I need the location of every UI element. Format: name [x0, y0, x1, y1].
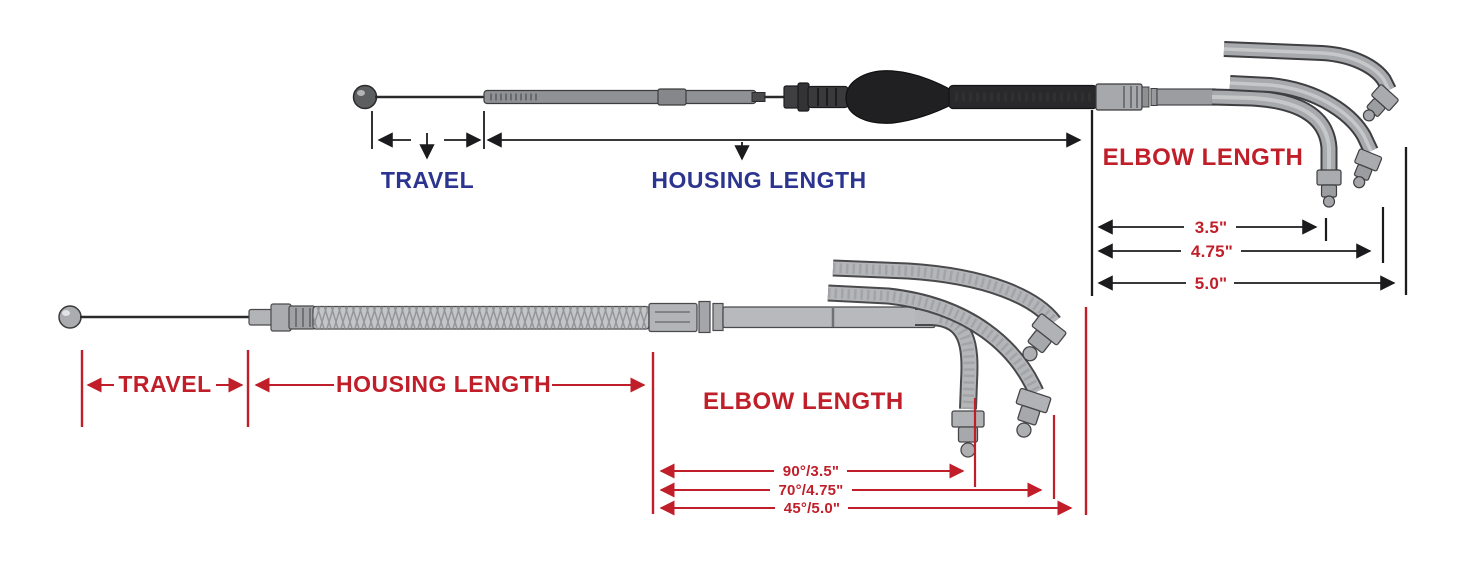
upper-travel-label: TRAVEL	[380, 167, 475, 193]
upper-measurement-5-0: 5.0"	[1194, 274, 1228, 293]
lower-ball-end	[58, 305, 82, 329]
upper-measurement-4-75: 4.75"	[1190, 242, 1234, 261]
lower-housing-length-label: HOUSING LENGTH	[336, 371, 552, 397]
upper-elbow-tube	[1156, 88, 1216, 106]
upper-elbow-45	[1223, 41, 1400, 129]
upper-housing-length-label: HOUSING LENGTH	[651, 167, 867, 193]
lower-measurement-45-5-0: 45°/5.0"	[783, 500, 841, 517]
upper-elbow-70	[1229, 75, 1383, 193]
lower-dimension-lines	[80, 307, 1088, 516]
lower-elbow-length-label: ELBOW LENGTH	[703, 388, 904, 415]
lower-elbow-70	[827, 284, 1052, 443]
lower-measurement-70-4-75: 70°/4.75"	[778, 482, 844, 499]
upper-measurement-3-5: 3.5"	[1194, 218, 1228, 237]
lower-measurement-90-3-5: 90°/3.5"	[782, 463, 840, 480]
lower-travel-label: TRAVEL	[118, 371, 212, 397]
upper-end-ferrule	[1095, 83, 1158, 111]
lower-cable-illustration	[58, 259, 1068, 458]
upper-rubber-boot	[845, 70, 954, 124]
lower-elbow-90	[915, 308, 985, 458]
upper-housing-rod	[483, 89, 757, 105]
upper-dimension-lines	[371, 110, 1408, 296]
lower-elbow-45	[832, 259, 1068, 370]
lower-adjuster	[248, 303, 316, 332]
upper-adjuster	[783, 82, 849, 112]
lower-coupler	[648, 300, 724, 334]
lower-elbow-tube	[722, 306, 936, 329]
upper-elbow-length-label: ELBOW LENGTH	[1102, 144, 1304, 171]
upper-elbow-90	[1211, 88, 1342, 208]
upper-cable-illustration	[352, 41, 1400, 208]
upper-ball-end	[352, 84, 378, 110]
